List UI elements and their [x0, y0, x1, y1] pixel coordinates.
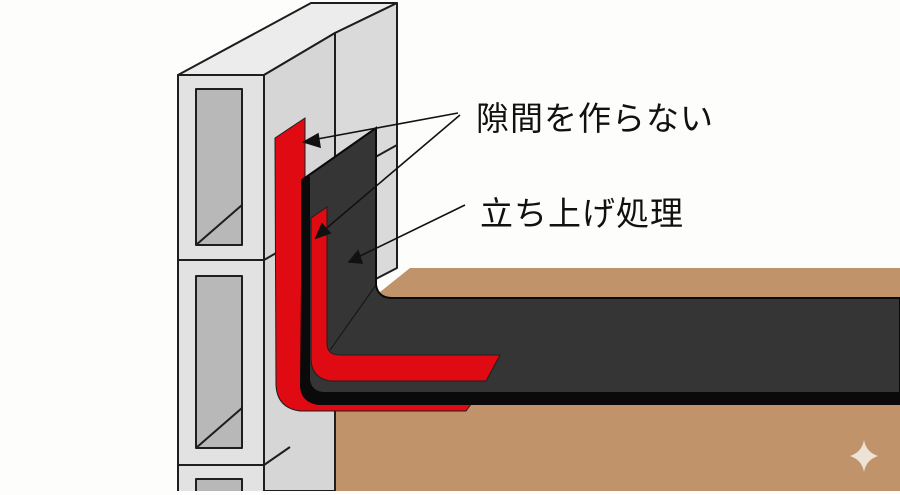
block-hollow	[195, 275, 243, 449]
label-no-gap: 隙間を作らない	[476, 99, 714, 138]
sparkle-icon	[850, 440, 878, 472]
waterproof-membrane	[300, 126, 900, 405]
sealing-tape-upper	[310, 206, 501, 382]
block-hollow	[195, 88, 243, 246]
leader-arrows	[302, 112, 466, 264]
label-upturn: 立ち上げ処理	[480, 194, 684, 233]
